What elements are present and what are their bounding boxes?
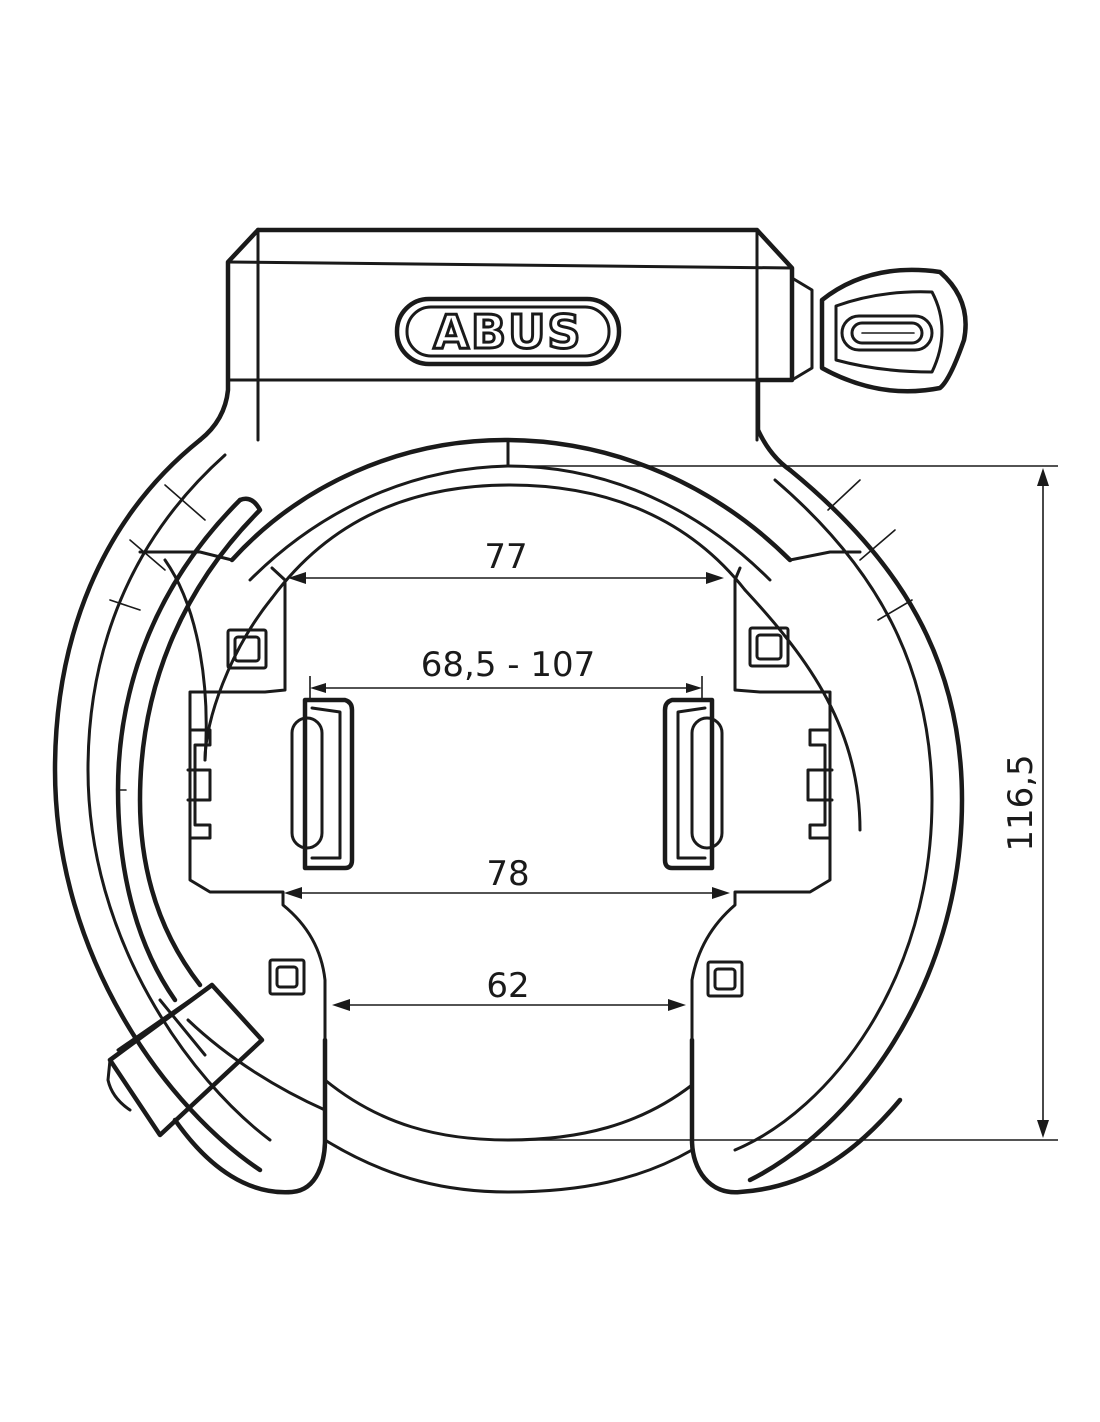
dimension-clamp-range-label: 68,5 - 107 xyxy=(421,645,595,685)
left-mounting-bracket xyxy=(186,566,355,1082)
shackle-end-block xyxy=(106,982,265,1138)
lock-ring-body xyxy=(52,437,965,1183)
abus-logo: ABUS xyxy=(394,296,622,367)
dimension-height: 116,5 xyxy=(510,465,1058,1141)
dimension-78-label: 78 xyxy=(486,854,529,894)
right-mounting-bracket xyxy=(662,566,834,1072)
lock-ring-feet xyxy=(172,1018,903,1195)
dimension-width-upper: 77 xyxy=(288,537,724,584)
dimension-116-5-label: 116,5 xyxy=(1001,754,1041,851)
lock-inner-arch xyxy=(138,437,862,582)
dimension-77-label: 77 xyxy=(484,537,527,577)
key-icon xyxy=(790,267,968,394)
abus-logo-text: ABUS xyxy=(433,305,582,359)
dimension-width-lower: 62 xyxy=(332,966,686,1011)
lock-shackle xyxy=(115,496,263,1003)
dimension-clamp-range: 68,5 - 107 xyxy=(309,645,703,700)
dimension-width-middle: 78 xyxy=(284,854,730,899)
lock-housing xyxy=(197,227,795,473)
dimension-62-label: 62 xyxy=(486,966,529,1006)
